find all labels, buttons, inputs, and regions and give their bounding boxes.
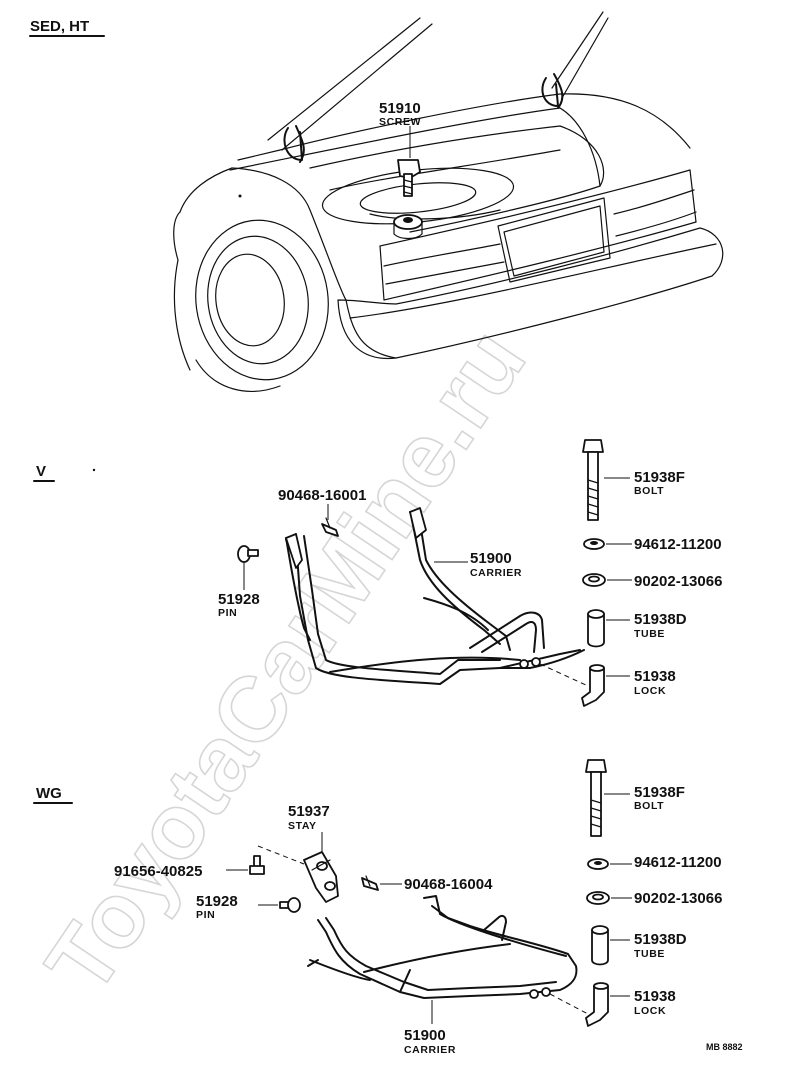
v-bolt-51938f-part [582,439,604,521]
part-number-v-51900: 51900 [470,550,512,567]
v-assembly-dashed-line [539,663,589,687]
part-number-90468-16001: 90468-16001 [278,487,366,504]
part-number-v-51938: 51938 [634,668,676,685]
part-name-screw: SCREW [379,116,421,128]
part-name-v-lock: LOCK [634,685,666,697]
wg-lock-51938-part [585,982,609,1027]
v-clip-90468-part [321,517,339,537]
part-name-v-bolt: BOLT [634,485,664,497]
part-number-v-51938d: 51938D [634,611,687,628]
wg-tube-51938d-part [591,925,609,966]
v-pin-51928-part [237,545,259,563]
v-lock-51938-part [581,664,605,707]
wg-washer-94612-part [587,858,609,870]
part-number-v-90202-13066: 90202-13066 [634,573,722,590]
part-name-wg-carrier: CARRIER [404,1044,456,1056]
part-name-wg-stay: STAY [288,820,317,832]
wg-pin-51928-part [279,897,301,913]
part-name-wg-pin: PIN [196,909,215,921]
car-trunk-illustration [173,11,724,392]
wg-clip-90468-part [361,875,379,891]
part-number-wg-51938f: 51938F [634,784,685,801]
part-number-wg-51928: 51928 [196,893,238,910]
part-number-v-51928: 51928 [218,591,260,608]
v-washer-94612-part [583,538,605,550]
wg-carrier-51900 [307,895,578,999]
part-name-v-carrier: CARRIER [470,567,522,579]
v-tube-51938d-part [587,609,605,648]
part-number-wg-51900: 51900 [404,1027,446,1044]
section-title-sed-ht: SED, HT [30,18,89,35]
v-washer-90202-part [582,573,606,587]
wg-assembly-dashed-line [257,845,305,865]
part-name-wg-bolt: BOLT [634,800,664,812]
drawing-reference-code: MB 8882 [706,1042,743,1052]
part-number-v-94612-11200: 94612-11200 [634,536,722,553]
part-number-wg-91656-40825: 91656-40825 [114,863,202,880]
part-number-wg-90468-16004: 90468-16004 [404,876,493,893]
v-carrier-51900 [285,507,585,685]
wg-bolt-91656-part [249,855,265,875]
wg-bolt-51938f-part [585,759,607,837]
part-number-v-51938f: 51938F [634,469,685,486]
section-title-wg: WG [36,785,62,802]
section-title-v: V [36,463,46,480]
wg-stay-51937-part [303,851,339,903]
wg-carrier-dashed-line [549,993,589,1015]
part-number-wg-94612-11200: 94612-11200 [634,854,722,871]
part-name-v-pin: PIN [218,607,237,619]
part-number-wg-51937: 51937 [288,803,330,820]
part-number-51910: 51910 [379,100,421,117]
part-number-wg-90202-13066: 90202-13066 [634,890,722,907]
part-name-v-tube: TUBE [634,628,665,640]
wg-washer-90202-part [586,891,610,905]
part-number-wg-51938d: 51938D [634,931,687,948]
part-name-wg-tube: TUBE [634,948,665,960]
part-name-wg-lock: LOCK [634,1005,666,1017]
part-number-wg-51938: 51938 [634,988,676,1005]
screw-51910-part [397,159,421,197]
